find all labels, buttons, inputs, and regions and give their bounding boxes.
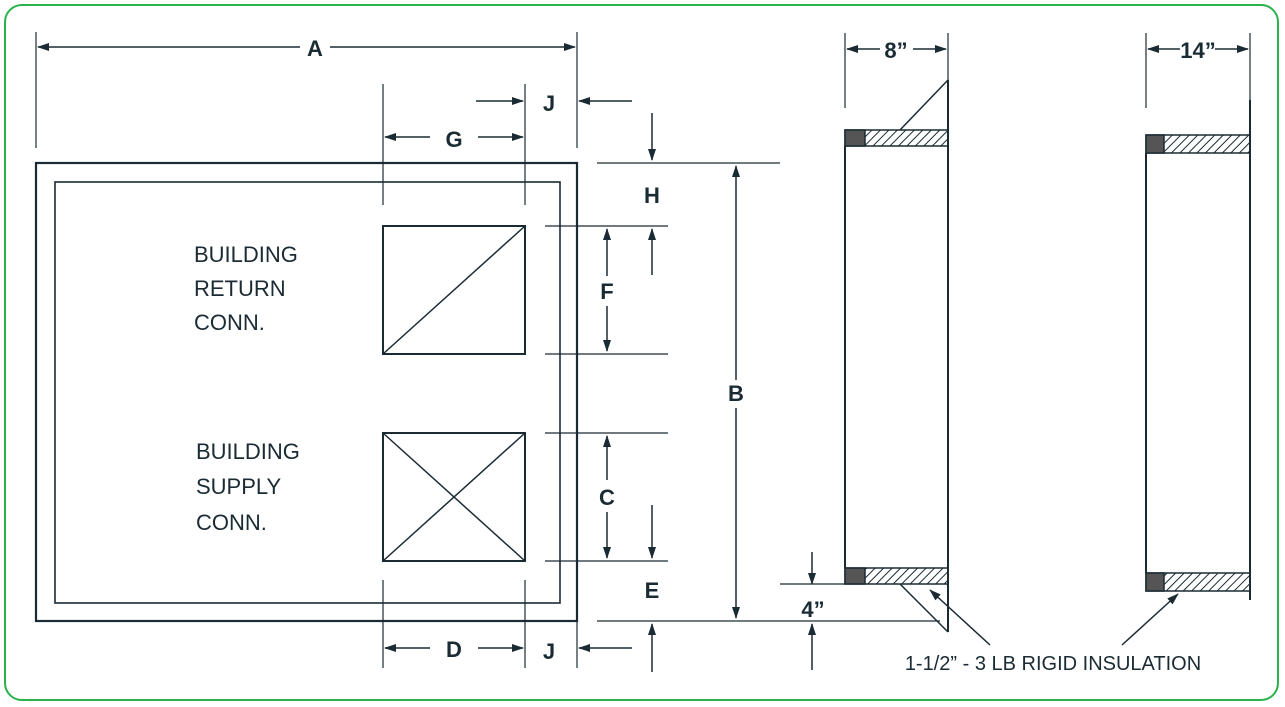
depth-14in-label: 14” — [1180, 38, 1215, 63]
dim-G-label: G — [445, 127, 462, 152]
side-view-14in — [1145, 33, 1251, 600]
supply-label-line3: CONN. — [196, 510, 267, 535]
dim-D-label: D — [446, 637, 462, 662]
dim-J-top-label: J — [543, 91, 555, 116]
dim-H-label: H — [644, 183, 660, 208]
insulation-note: 1-1/2” - 3 LB RIGID INSULATION — [905, 653, 1201, 675]
supply-label-line1: BUILDING — [196, 439, 300, 464]
return-label-line1: BUILDING — [194, 242, 298, 267]
return-label-line2: RETURN — [194, 276, 286, 301]
supply-label-line2: SUPPLY — [196, 474, 282, 499]
dim-F-label: F — [600, 279, 613, 304]
return-opening — [382, 225, 526, 355]
return-label-line3: CONN. — [194, 310, 265, 335]
side-view-8in — [780, 33, 949, 670]
dim-A-label: A — [307, 36, 323, 61]
dim-C-label: C — [599, 485, 615, 510]
unit-outer-outline — [34, 161, 579, 623]
dim-J-bottom-label: J — [543, 639, 555, 664]
dim-B-label: B — [728, 381, 744, 406]
unit-inner-outline — [54, 181, 561, 604]
offset-4in-label: 4” — [801, 597, 824, 622]
supply-opening — [382, 432, 526, 562]
depth-8in-label: 8” — [884, 38, 907, 63]
extension-lines — [35, 32, 940, 668]
diagram-frame — [4, 4, 1279, 701]
insulation-leaders — [929, 589, 1179, 646]
dim-E-label: E — [645, 578, 660, 603]
